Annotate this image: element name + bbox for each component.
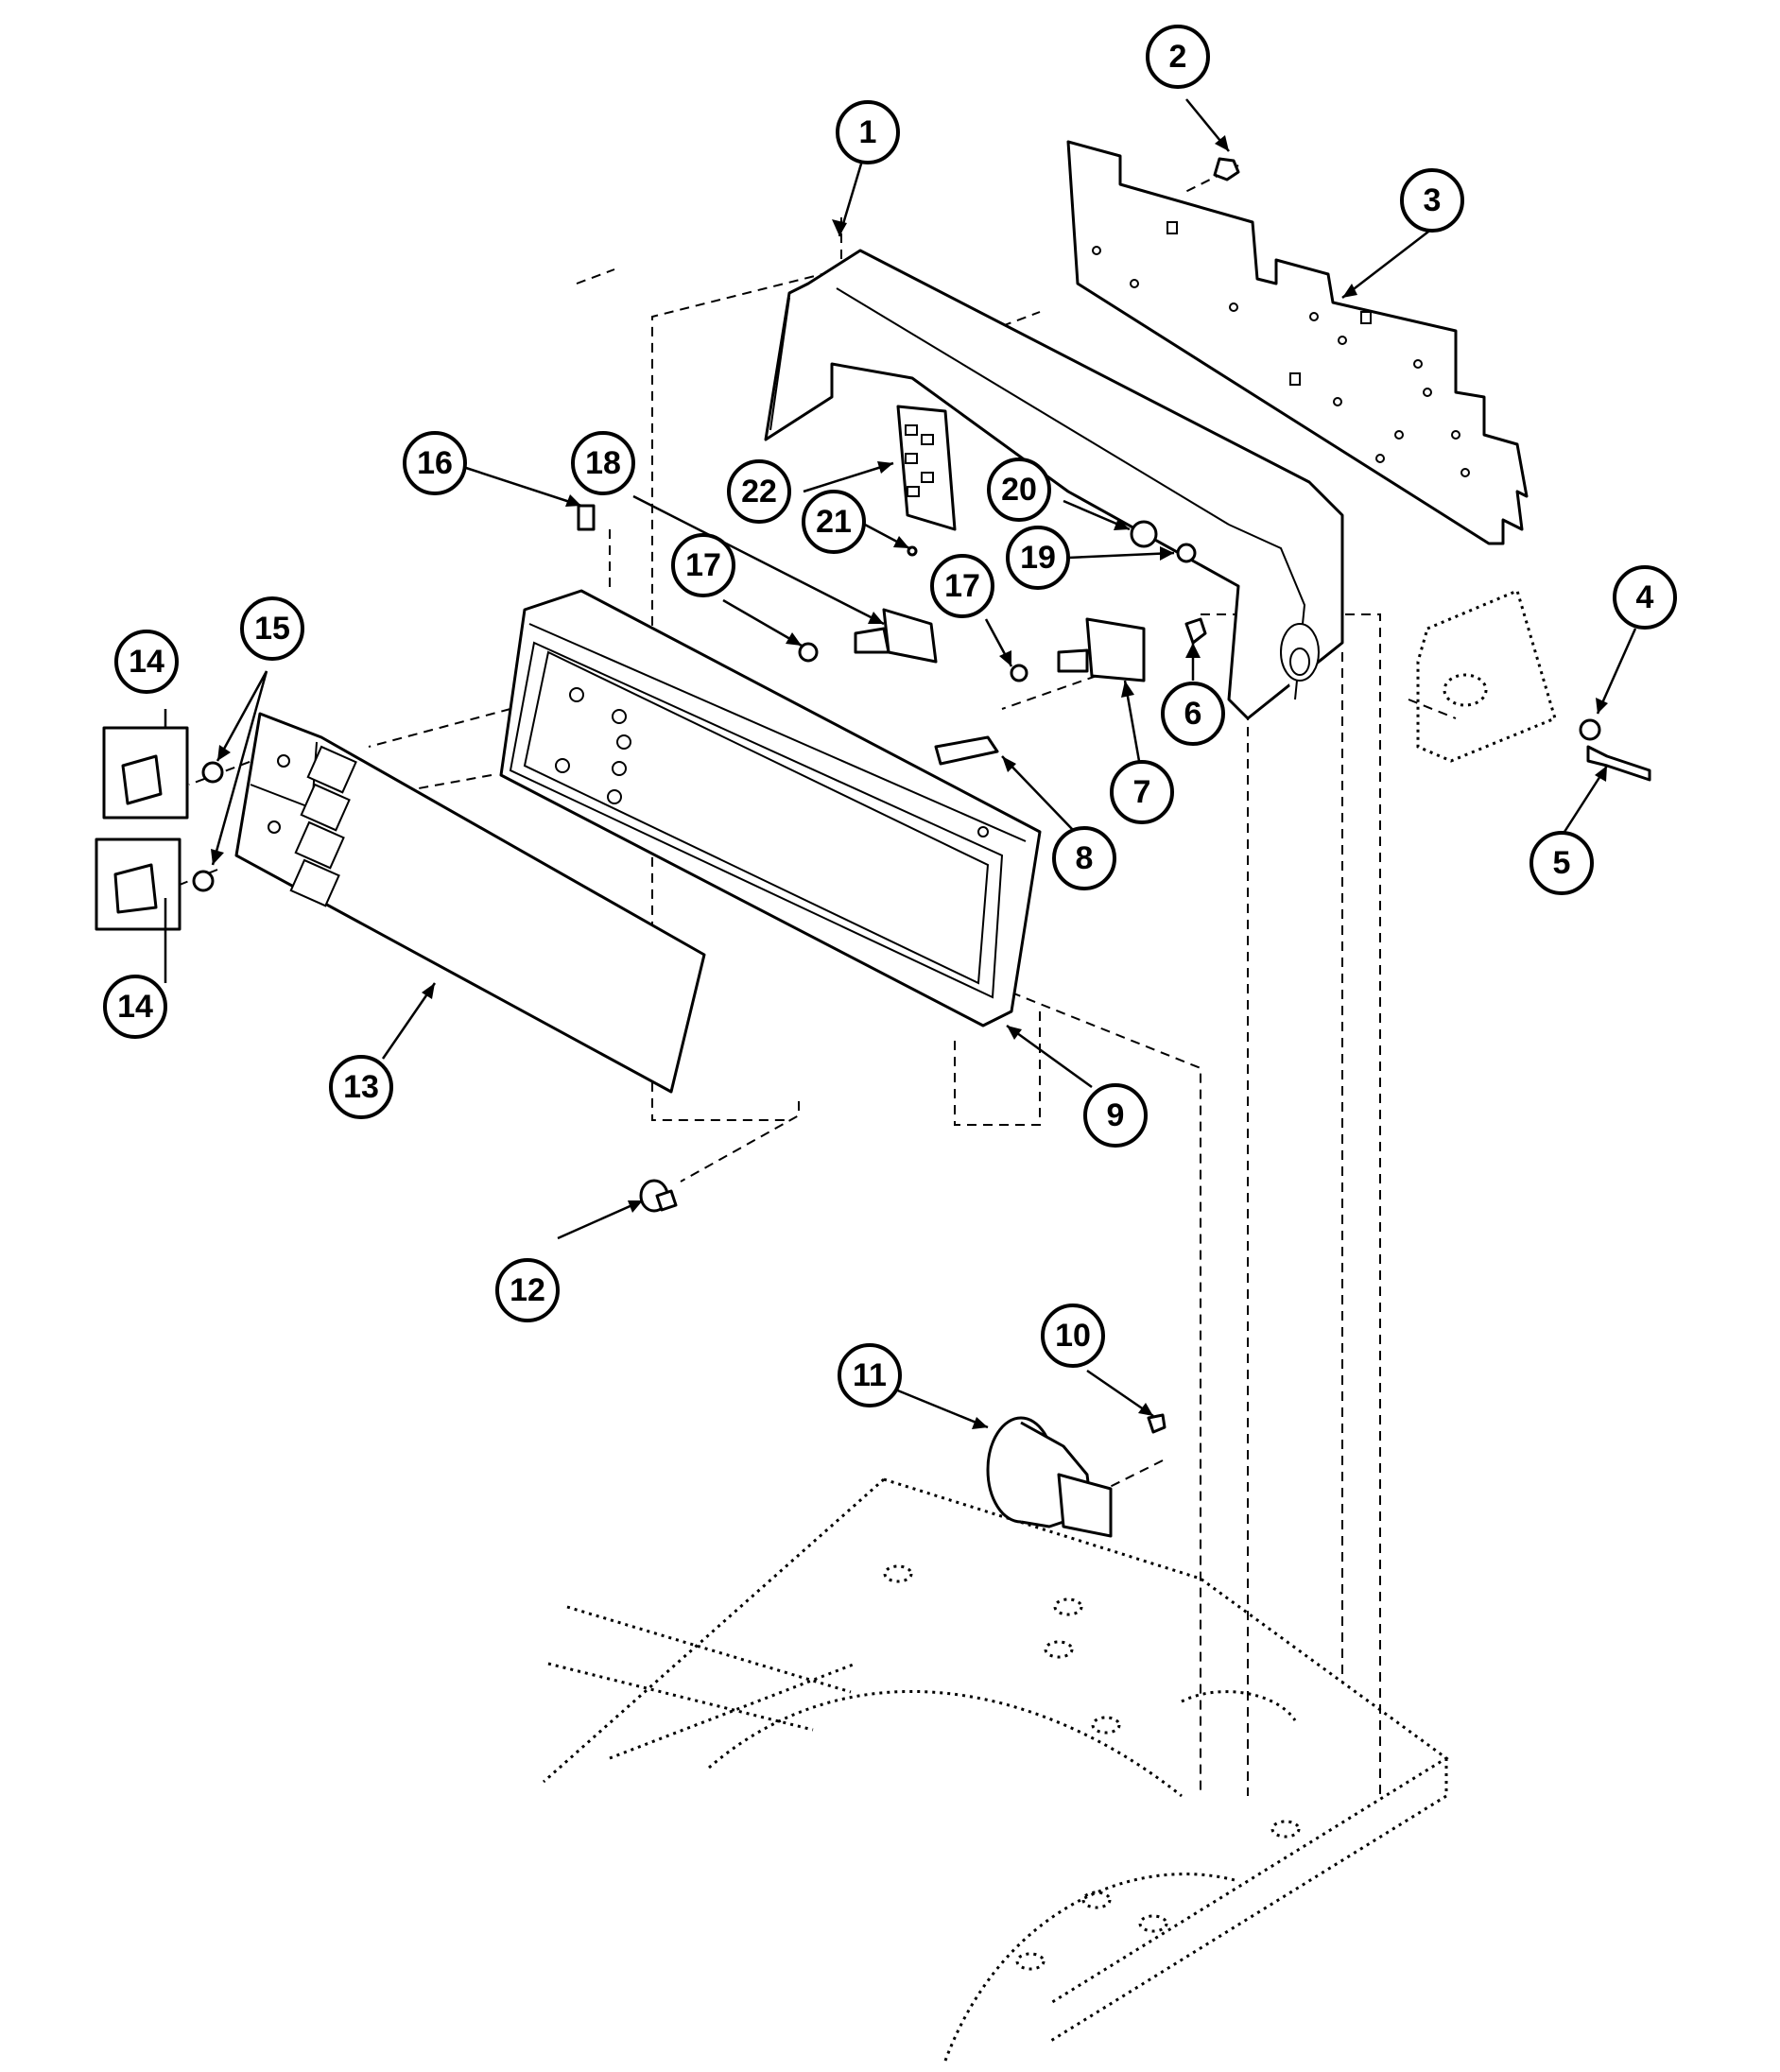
callout-16-label: 16 xyxy=(417,445,453,481)
callout-10-label: 10 xyxy=(1055,1318,1091,1354)
callout-4-label: 4 xyxy=(1636,579,1654,615)
callout-19: 19 xyxy=(1006,526,1070,590)
callout-8-label: 8 xyxy=(1076,840,1094,876)
callout-12-label: 12 xyxy=(510,1272,545,1308)
screw-10-icon xyxy=(1147,1413,1167,1434)
callout-7: 7 xyxy=(1110,760,1174,824)
callout-17-right: 17 xyxy=(930,554,994,618)
callout-3: 3 xyxy=(1400,168,1464,233)
washer-17a-icon xyxy=(798,642,819,663)
callout-11-label: 11 xyxy=(853,1357,887,1393)
screw-6-icon xyxy=(1184,617,1207,645)
callout-12: 12 xyxy=(495,1258,560,1322)
callout-16: 16 xyxy=(403,431,467,495)
nut-20-icon xyxy=(1130,520,1158,548)
callout-4: 4 xyxy=(1613,565,1677,630)
cabinet-base-outline xyxy=(543,1477,1449,2062)
knob-14-upper xyxy=(102,726,224,820)
callout-1: 1 xyxy=(836,100,900,164)
callout-17b-label: 17 xyxy=(944,568,980,604)
side-cover-4 xyxy=(1416,588,1557,763)
screw-2-icon xyxy=(1213,157,1240,181)
screw-21-icon xyxy=(907,545,918,557)
washer-15b-icon xyxy=(192,870,215,892)
callout-14b-label: 14 xyxy=(117,989,153,1025)
callout-14-upper: 14 xyxy=(114,630,179,694)
indicator-lamp-8 xyxy=(934,735,999,766)
callout-2-label: 2 xyxy=(1169,39,1187,75)
callout-18: 18 xyxy=(571,431,635,495)
callout-13-label: 13 xyxy=(343,1069,379,1105)
rocker-switch-18 xyxy=(798,608,938,664)
console-graphic-panel xyxy=(234,712,706,1094)
callout-1-label: 1 xyxy=(859,114,877,150)
callout-5-label: 5 xyxy=(1553,845,1571,881)
callout-8: 8 xyxy=(1052,826,1116,890)
callout-20: 20 xyxy=(987,458,1051,522)
callout-13: 13 xyxy=(329,1055,393,1119)
nut-4-icon xyxy=(1579,718,1601,741)
console-front-panel xyxy=(499,589,1042,1027)
washer-15a-icon xyxy=(201,761,224,784)
knob-14-lower xyxy=(95,837,215,931)
callout-20-label: 20 xyxy=(1001,472,1037,508)
hardware-fasteners xyxy=(577,157,1651,1434)
callout-22: 22 xyxy=(727,459,791,524)
relay-terminal-block xyxy=(896,405,957,531)
callout-11: 11 xyxy=(838,1343,902,1407)
callout-5: 5 xyxy=(1529,831,1594,895)
callout-9-label: 9 xyxy=(1107,1097,1125,1133)
callout-14-lower: 14 xyxy=(103,975,167,1039)
rear-mounting-plate xyxy=(1066,140,1529,545)
callout-21: 21 xyxy=(802,490,866,554)
rocker-switch-7 xyxy=(1010,617,1146,682)
callout-9: 9 xyxy=(1083,1083,1148,1148)
pressure-switch-11 xyxy=(986,1416,1113,1538)
callout-3-label: 3 xyxy=(1424,182,1442,218)
control-panel-housing xyxy=(764,249,1344,720)
callout-6: 6 xyxy=(1161,682,1225,746)
nut-19-icon xyxy=(1176,543,1197,563)
callout-6-label: 6 xyxy=(1184,696,1202,732)
callout-2: 2 xyxy=(1146,25,1210,89)
callout-22-label: 22 xyxy=(741,474,777,509)
callout-17a-label: 17 xyxy=(685,547,721,583)
callout-18-label: 18 xyxy=(585,445,621,481)
callout-19-label: 19 xyxy=(1020,540,1056,576)
callout-15-label: 15 xyxy=(254,611,290,647)
callout-7-label: 7 xyxy=(1133,774,1151,810)
callout-14a-label: 14 xyxy=(129,644,164,680)
bolt-5-icon xyxy=(1586,745,1651,782)
washer-17b-icon xyxy=(1010,664,1028,682)
callout-21-label: 21 xyxy=(816,504,852,540)
panel-foot-12 xyxy=(639,1179,678,1213)
callout-10: 10 xyxy=(1041,1304,1105,1368)
leader-arrows xyxy=(164,98,1637,1429)
screw-16-icon xyxy=(577,504,596,531)
callout-17-left: 17 xyxy=(671,533,735,597)
callout-15: 15 xyxy=(240,596,304,661)
